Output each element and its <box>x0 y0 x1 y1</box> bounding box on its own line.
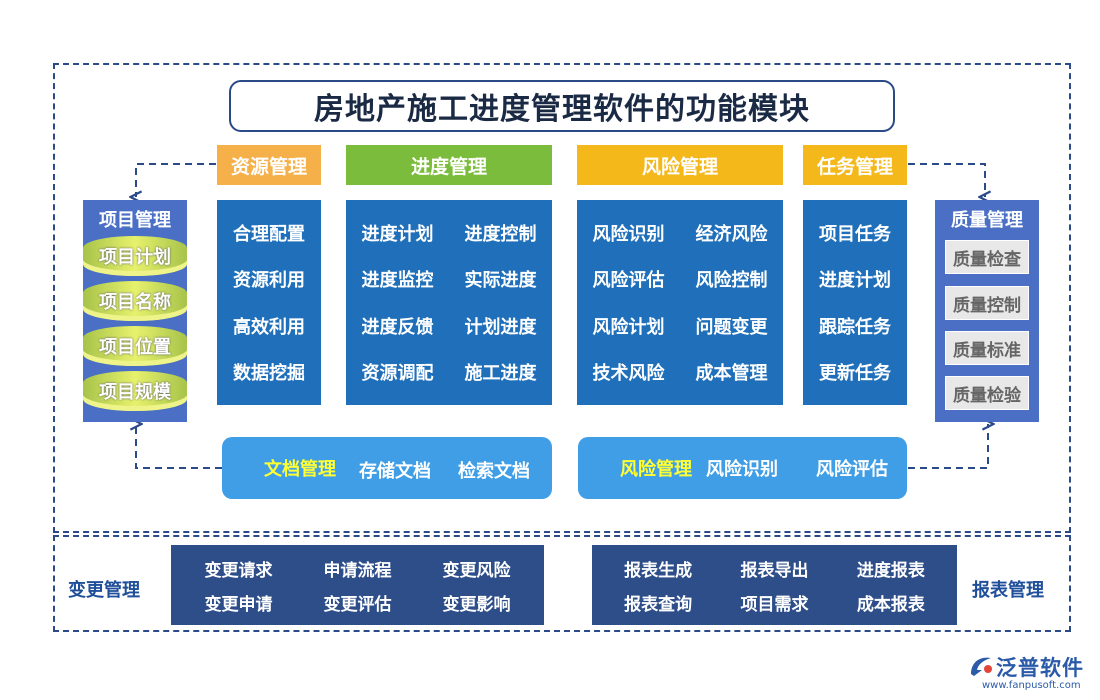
grid-item: 申请流程 <box>323 560 392 581</box>
quality-item: 质量检验 <box>945 376 1029 410</box>
item: 更新任务 <box>819 362 891 384</box>
item: 风险计划 <box>592 316 665 338</box>
column-risk: 风险识别 经济风险 风险评估 风险控制 风险计划 问题变更 技术风险 成本管理 <box>577 200 783 405</box>
document-bar-label: 文档管理 <box>264 459 336 480</box>
column-progress: 进度计划 进度控制 进度监控 实际进度 进度反馈 计划进度 资源调配 施工进度 <box>346 200 552 405</box>
cylinder-item: 项目规模 <box>83 371 187 411</box>
panel-title: 质量管理 <box>951 210 1023 231</box>
item: 资源利用 <box>233 270 305 292</box>
item: 高效利用 <box>233 316 305 338</box>
brand-url: www.fanpusoft.com <box>982 680 1081 691</box>
brand: 泛普软件 www.fanpusoft.com <box>968 652 1093 696</box>
item: 风险识别 <box>592 224 665 246</box>
item: 合理配置 <box>233 224 305 246</box>
item: 风险评估 <box>592 270 665 292</box>
grid-item: 报表导出 <box>740 560 809 581</box>
quality-item: 质量控制 <box>945 286 1029 320</box>
cylinder-item: 项目位置 <box>83 326 187 366</box>
change-management-grid: 变更请求 申请流程 变更风险 变更申请 变更评估 变更影响 <box>171 545 544 625</box>
connector-right-top <box>908 163 985 197</box>
item: 数据挖掘 <box>233 362 305 384</box>
document-bar: 文档管理 存储文档 检索文档 <box>222 437 552 499</box>
item: 进度计划 <box>819 270 891 292</box>
panel-title: 项目管理 <box>99 210 171 231</box>
report-management-label: 报表管理 <box>972 580 1044 601</box>
column-task: 项目任务 进度计划 跟踪任务 更新任务 <box>803 200 907 405</box>
quality-item: 质量标准 <box>945 331 1029 365</box>
item: 跟踪任务 <box>819 316 891 338</box>
header-task: 任务管理 <box>803 145 907 185</box>
grid-item: 变更影响 <box>442 594 511 615</box>
brand-name: 泛普软件 <box>996 656 1084 680</box>
item: 经济风险 <box>695 224 768 246</box>
grid-item: 变更评估 <box>323 594 392 615</box>
cylinder-item: 项目名称 <box>83 281 187 321</box>
bottom-frame <box>53 535 1071 632</box>
item: 实际进度 <box>464 270 537 292</box>
item: 技术风险 <box>592 362 665 384</box>
page-title: 房地产施工进度管理软件的功能模块 <box>229 80 895 132</box>
risk-bar: 风险管理 风险识别 风险评估 <box>578 437 907 499</box>
item: 进度控制 <box>464 224 537 246</box>
header-risk: 风险管理 <box>577 145 783 185</box>
grid-item: 成本报表 <box>856 594 925 615</box>
item: 问题变更 <box>695 316 768 338</box>
document-bar-item: 检索文档 <box>458 461 530 482</box>
item: 施工进度 <box>464 362 537 384</box>
document-bar-item: 存储文档 <box>359 461 431 482</box>
grid-item: 项目需求 <box>740 594 809 615</box>
grid-item: 变更风险 <box>442 560 511 581</box>
grid-item: 变更申请 <box>204 594 273 615</box>
header-progress: 进度管理 <box>346 145 552 185</box>
grid-item: 报表查询 <box>624 594 693 615</box>
header-resource: 资源管理 <box>217 145 321 185</box>
column-resource: 合理配置 资源利用 高效利用 数据挖掘 <box>217 200 321 405</box>
panel-project-management: 项目管理 项目计划 项目名称 项目位置 项目规模 <box>83 200 187 422</box>
grid-item: 报表生成 <box>624 560 693 581</box>
item: 计划进度 <box>464 316 537 338</box>
brand-logo-icon <box>971 657 992 676</box>
connector-left-bottom <box>136 424 222 469</box>
report-management-grid: 报表生成 报表导出 进度报表 报表查询 项目需求 成本报表 <box>592 545 957 625</box>
risk-bar-item: 风险识别 <box>706 459 778 480</box>
item: 项目任务 <box>819 224 891 246</box>
risk-bar-label: 风险管理 <box>620 459 692 480</box>
grid-item: 进度报表 <box>856 560 925 581</box>
panel-quality-management: 质量管理 质量检查 质量控制 质量标准 质量检验 <box>935 200 1039 422</box>
connector-left-top <box>136 163 216 197</box>
cylinder-item: 项目计划 <box>83 236 187 276</box>
grid-item: 变更请求 <box>204 560 273 581</box>
quality-item: 质量检查 <box>945 240 1029 274</box>
item: 风险控制 <box>695 270 768 292</box>
item: 进度监控 <box>361 270 434 292</box>
item: 资源调配 <box>361 362 434 384</box>
main-frame <box>53 63 1071 533</box>
item: 成本管理 <box>695 362 768 384</box>
risk-bar-item: 风险评估 <box>816 459 888 480</box>
connector-right-bottom <box>908 424 988 469</box>
item: 进度计划 <box>361 224 434 246</box>
change-management-label: 变更管理 <box>68 580 140 601</box>
item: 进度反馈 <box>361 316 434 338</box>
